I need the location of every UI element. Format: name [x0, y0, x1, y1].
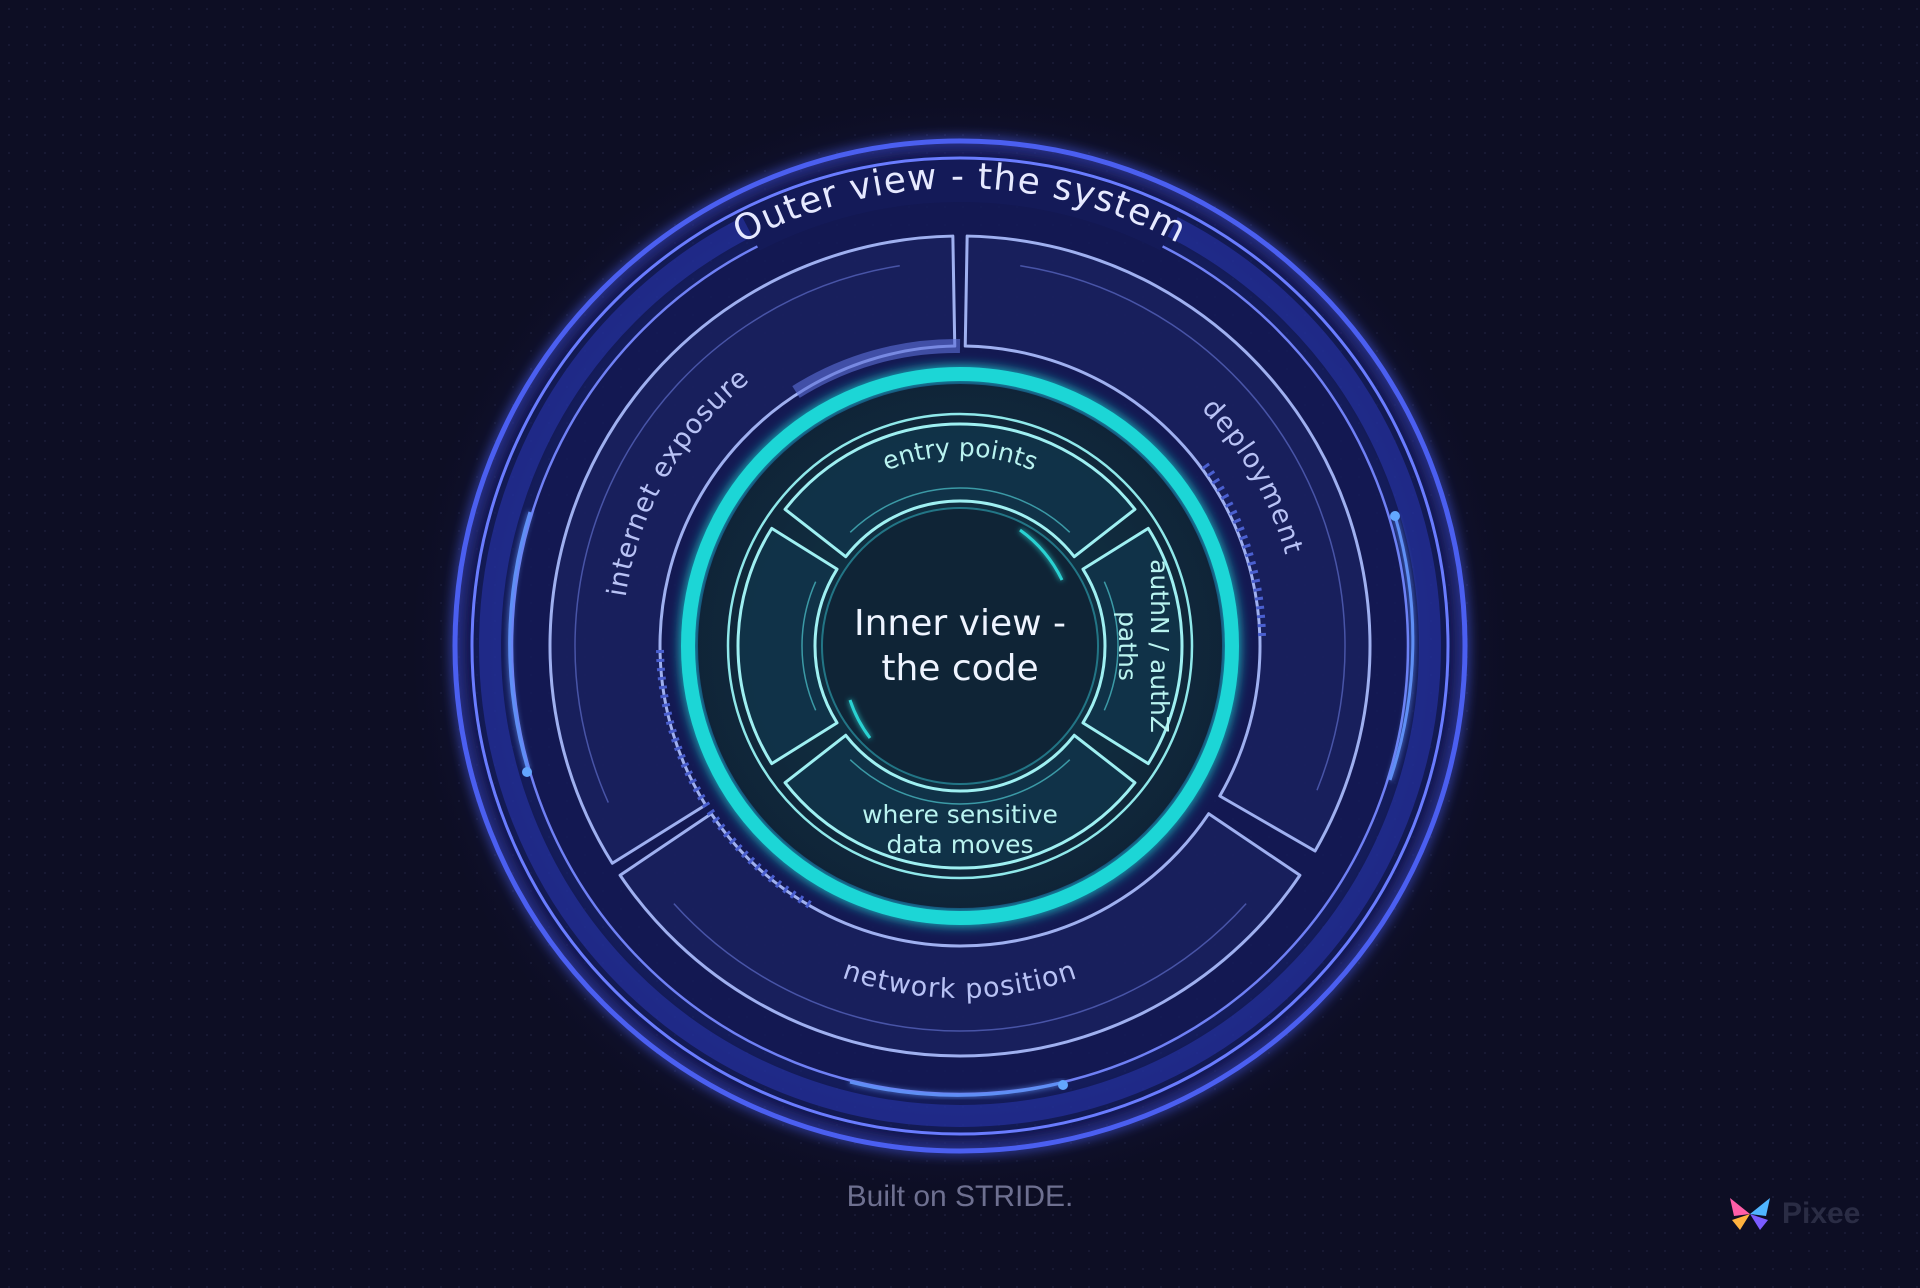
outer-segment-internet-exposure-guide: [574, 264, 900, 803]
outer-ring-line: [470, 156, 1450, 1136]
center-hub: [821, 507, 1099, 785]
title-backdrop: [740, 160, 1180, 251]
center-label-line2: the code: [881, 648, 1038, 689]
center-accent-top: [1019, 528, 1064, 581]
outer-segment-deployment-guide: [1020, 264, 1346, 791]
inner-segment-unlabeled-guide: [801, 581, 817, 711]
inner-segment-unlabeled: [736, 526, 839, 766]
side-dot-right: [1390, 511, 1400, 521]
inner-segment-authn-authz-paths: [1081, 526, 1184, 766]
bottom-line: [849, 1080, 1066, 1097]
center-label-line1: Inner view -: [854, 603, 1066, 644]
inner-segment-authn-authz-paths-guide: [1103, 581, 1119, 711]
outer-segment-network-position-guide: [673, 903, 1247, 1032]
sensitive-data-line2: data moves: [886, 830, 1033, 859]
tick-arc-top: [792, 338, 961, 398]
side-line-left: [508, 511, 532, 771]
caption: Built on STRIDE.: [846, 1180, 1074, 1213]
inner-ring-outline: [726, 412, 1194, 880]
authn-authz-line2: paths: [1113, 611, 1142, 681]
tick-arc-left: [656, 649, 813, 909]
outer-segment-deployment: [963, 234, 1372, 853]
sensitive-data-line1: where sensitive: [862, 800, 1058, 829]
butterfly-icon: [1730, 1198, 1770, 1230]
authn-authz-line1: authN / authZ: [1145, 559, 1174, 733]
outer-segment-internet-exposure: [548, 234, 957, 865]
side-line-right: [1388, 515, 1415, 781]
brand-logo: Pixee: [1726, 1194, 1860, 1234]
center-accent-bottom: [848, 699, 872, 739]
bottom-dot: [1058, 1080, 1068, 1090]
side-dot-left: [522, 767, 532, 777]
inner-segment-entry-points-guide: [849, 487, 1071, 533]
cyan-ring-glow: [681, 367, 1239, 925]
outer-segment-network-position: [618, 812, 1302, 1058]
inner-segment-sensitive-data: [783, 733, 1137, 870]
inner-segment-sensitive-data-guide: [849, 759, 1071, 805]
inner-segment-entry-points: [783, 422, 1137, 559]
brand-name: Pixee: [1782, 1197, 1861, 1230]
